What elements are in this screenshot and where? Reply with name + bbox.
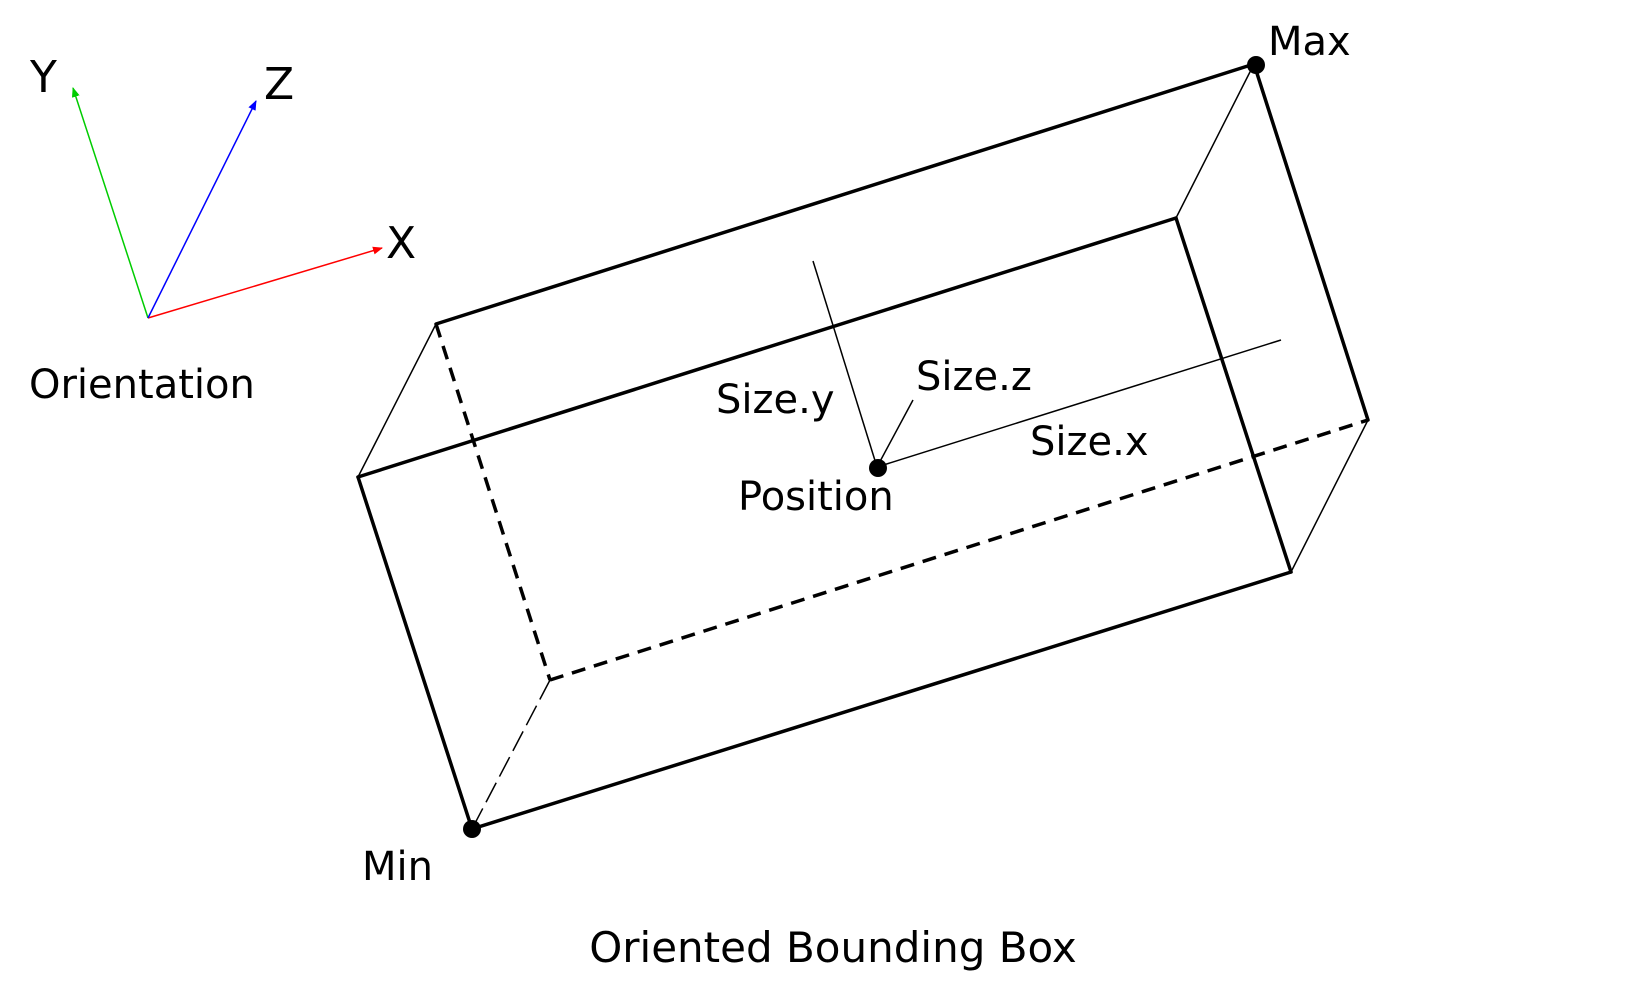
min-point [463,820,481,838]
size-y-line [812,260,878,468]
edge-front-bottom [470,570,1293,831]
size-x-label: Size.x [1030,419,1149,465]
size-z-line [876,399,914,468]
size-z-label: Size.z [916,354,1032,400]
edge-front-right [1174,216,1293,574]
edge-connector-bottom-right [1290,419,1369,573]
max-label: Max [1268,19,1351,65]
edge-connector-top-left [357,323,437,478]
size-indicators [812,260,1282,468]
z-axis-label: Z [264,59,294,110]
x-axis-label: X [386,218,416,269]
edge-front-top [356,216,1178,479]
orientation-label: Orientation [29,362,255,408]
orientation-gizmo: X Y Z Orientation [29,52,416,408]
position-label: Position [738,474,894,520]
min-label: Min [362,844,433,890]
edge-back-top [434,62,1256,326]
edge-connector-top-right [1175,63,1255,219]
edge-hidden-left [434,323,552,681]
edge-front-left [356,475,474,831]
diagram-caption: Oriented Bounding Box [589,923,1077,972]
z-axis-arrow [147,100,257,319]
max-point [1247,56,1265,74]
x-axis-arrow [147,246,383,319]
edge-back-right [1252,62,1370,422]
size-y-label: Size.y [716,377,835,423]
bounding-box [356,62,1370,831]
edge-hidden-bottom [549,418,1369,682]
position-point [869,459,887,477]
y-axis-arrow [71,87,149,319]
y-axis-label: Y [29,52,57,103]
size-x-line [876,339,1282,468]
